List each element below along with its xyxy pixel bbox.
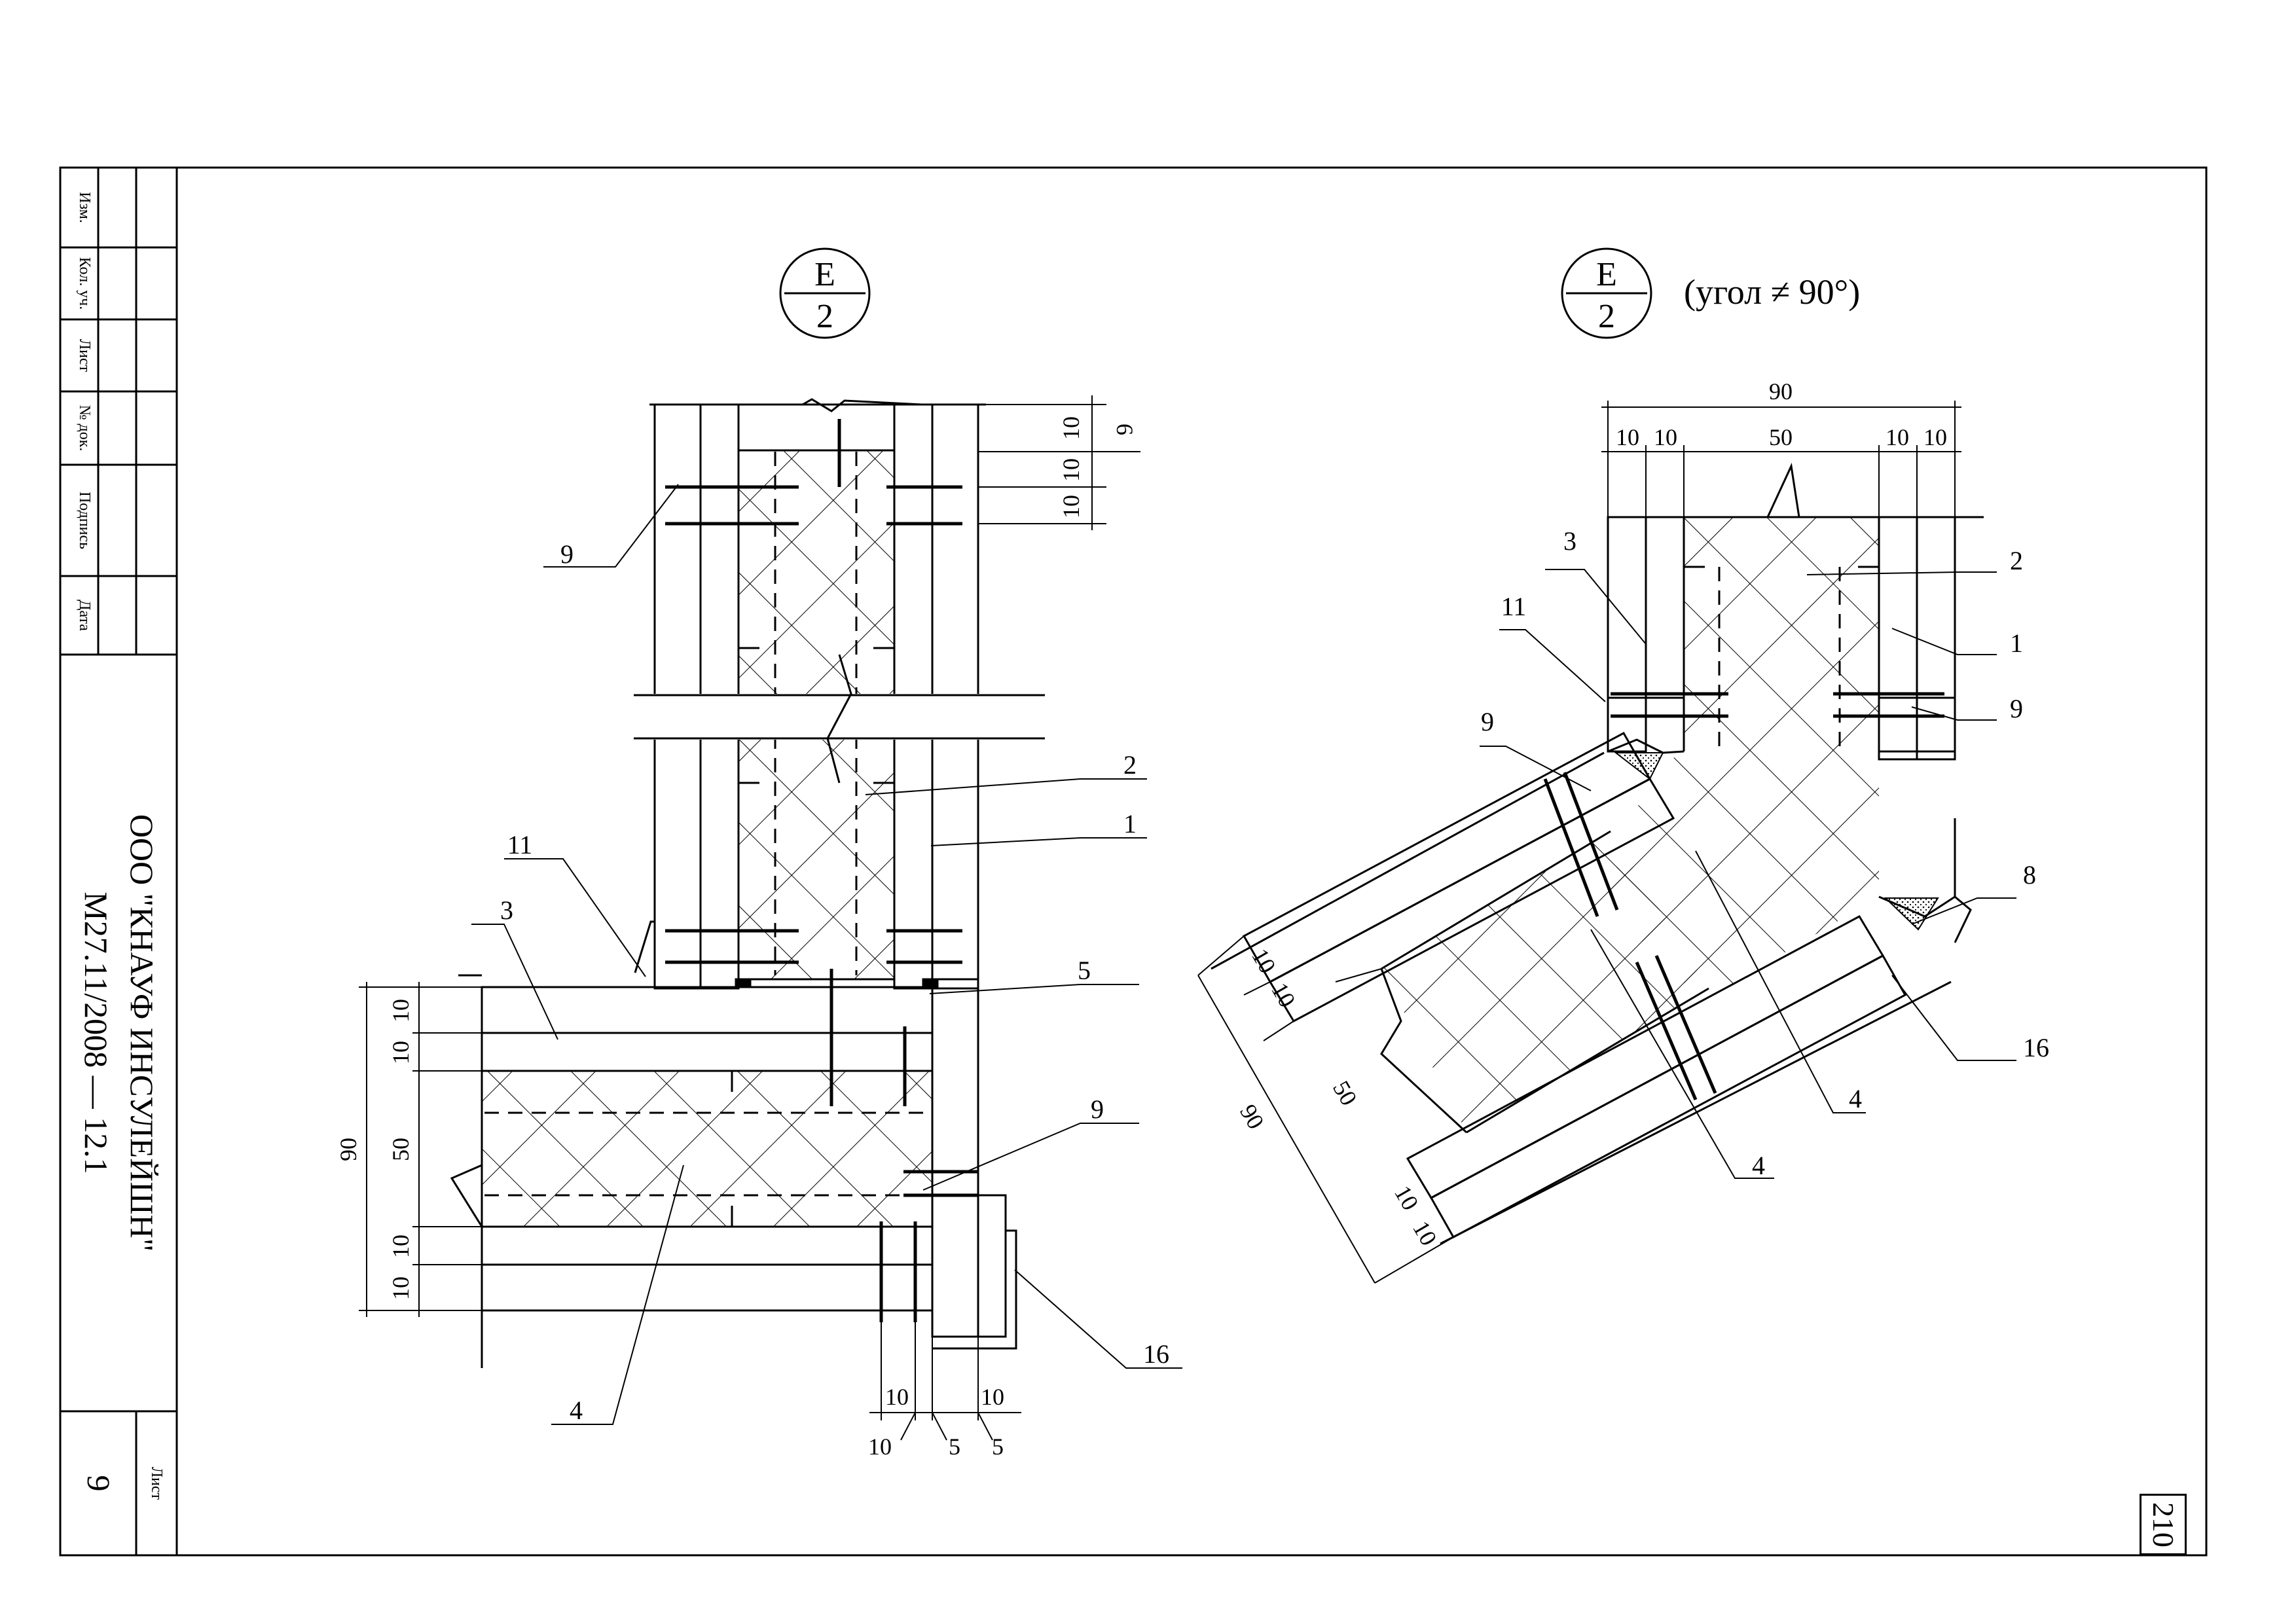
left-top-dim-6: 6 — [1112, 424, 1138, 435]
left-callout-9-top: 9 — [560, 539, 574, 569]
doc-code: М27.11/2008 — 12.1 — [78, 892, 115, 1174]
col-date: Дата — [76, 600, 93, 631]
right-callout-9-right: 9 — [2010, 694, 2023, 723]
right-diag-dim-90: 90 — [1235, 1100, 1269, 1133]
left-detail — [450, 398, 1048, 1368]
left-bottom-dim-5b: 5 — [992, 1434, 1004, 1460]
left-marker-top: Е — [814, 256, 835, 293]
right-diag-dim-50: 50 — [1328, 1076, 1362, 1110]
left-callout-11: 11 — [507, 830, 533, 859]
left-callout-3: 3 — [500, 895, 513, 925]
right-top-dim-10c: 10 — [1886, 424, 1909, 450]
left-callout-labels: 9 2 1 11 3 5 9 4 16 — [500, 539, 1169, 1425]
right-diag-dim-10d: 10 — [1408, 1216, 1442, 1250]
left-top-dim-10c: 10 — [1058, 495, 1084, 518]
left-top-dim-labels: 10 10 10 6 — [1058, 416, 1138, 518]
right-callout-11: 11 — [1501, 592, 1527, 621]
left-side-dim-90: 90 — [335, 1138, 361, 1161]
left-callout-5: 5 — [1078, 956, 1091, 985]
sheet-number: 9 — [81, 1475, 117, 1492]
left-callout-1: 1 — [1123, 809, 1137, 839]
left-side-dimensions — [359, 982, 482, 1317]
left-bottom-dim-5a: 5 — [949, 1434, 960, 1460]
col-signature: Подпись — [76, 492, 93, 549]
right-top-dim-10d: 10 — [1923, 424, 1947, 450]
left-side-dim-10c: 10 — [388, 1235, 414, 1258]
right-view-caption: (угол ≠ 90°) — [1684, 272, 1860, 312]
col-list: Лист — [76, 339, 93, 372]
right-marker-bottom: 2 — [1598, 298, 1615, 335]
title-block-labels: Изм. Кол. уч. Лист № док. Подпись Дата — [76, 192, 93, 631]
right-leaders — [1480, 569, 2016, 1179]
left-side-dim-labels: 10 10 50 10 10 90 — [335, 999, 414, 1300]
right-top-dimensions — [1601, 401, 1961, 517]
right-callout-8: 8 — [2023, 860, 2036, 890]
left-top-dim-10a: 10 — [1058, 416, 1084, 440]
right-callout-16: 16 — [2023, 1033, 2049, 1062]
left-callout-9-bottom: 9 — [1091, 1094, 1104, 1124]
company-name: ООО "КНАУФ ИНСУЛЕЙШН" — [124, 814, 160, 1252]
page-number-box: 210 — [2140, 1494, 2187, 1555]
right-top-dim-10a: 10 — [1616, 424, 1639, 450]
page-number: 210 — [2146, 1502, 2180, 1547]
right-detail — [1211, 462, 1984, 1245]
left-callout-16: 16 — [1143, 1339, 1169, 1369]
right-marker-top: Е — [1596, 256, 1617, 293]
right-diag-dim-10c: 10 — [1389, 1181, 1424, 1214]
left-callout-4: 4 — [570, 1396, 583, 1425]
left-bottom-dim-10c: 10 — [868, 1434, 892, 1460]
right-callout-9-left: 9 — [1481, 707, 1494, 736]
right-top-dim-50: 50 — [1769, 424, 1793, 450]
left-bottom-dimensions — [869, 1310, 1021, 1441]
right-top-dim-labels: 90 10 10 50 10 10 — [1616, 378, 1947, 450]
left-top-dimensions — [978, 395, 1140, 530]
left-bottom-dim-labels: 10 10 10 5 5 — [868, 1384, 1004, 1460]
left-side-dim-10a: 10 — [388, 999, 414, 1022]
right-callout-4b: 4 — [1752, 1151, 1765, 1180]
right-callout-2: 2 — [2010, 546, 2023, 575]
left-bottom-dim-10b: 10 — [981, 1384, 1004, 1410]
left-top-dim-10b: 10 — [1058, 458, 1084, 482]
left-side-dim-10b: 10 — [388, 1041, 414, 1064]
right-top-dim-90: 90 — [1769, 378, 1793, 405]
right-callout-4a: 4 — [1849, 1084, 1862, 1113]
left-callout-2: 2 — [1123, 750, 1137, 780]
col-kol-uch: Кол. уч. — [76, 257, 93, 310]
left-side-dim-50: 50 — [388, 1138, 414, 1161]
right-top-dim-10b: 10 — [1654, 424, 1677, 450]
title-block — [59, 166, 178, 1557]
right-callout-labels: 3 11 9 2 1 9 8 16 4 4 — [1481, 526, 2049, 1180]
right-callout-3: 3 — [1563, 526, 1576, 556]
sheet-label: Лист — [148, 1467, 165, 1500]
left-bottom-dim-10a: 10 — [885, 1384, 909, 1410]
left-view-marker: Е 2 — [779, 247, 871, 339]
left-side-dim-10d: 10 — [388, 1276, 414, 1300]
right-view-marker: Е 2 — [1561, 247, 1652, 339]
right-diagonal-dimensions — [1197, 935, 1454, 1284]
left-marker-bottom: 2 — [816, 298, 833, 335]
col-izm: Изм. — [76, 192, 93, 223]
col-doc-no: № док. — [76, 405, 93, 452]
right-callout-1: 1 — [2010, 628, 2023, 658]
left-leaders — [471, 484, 1182, 1425]
